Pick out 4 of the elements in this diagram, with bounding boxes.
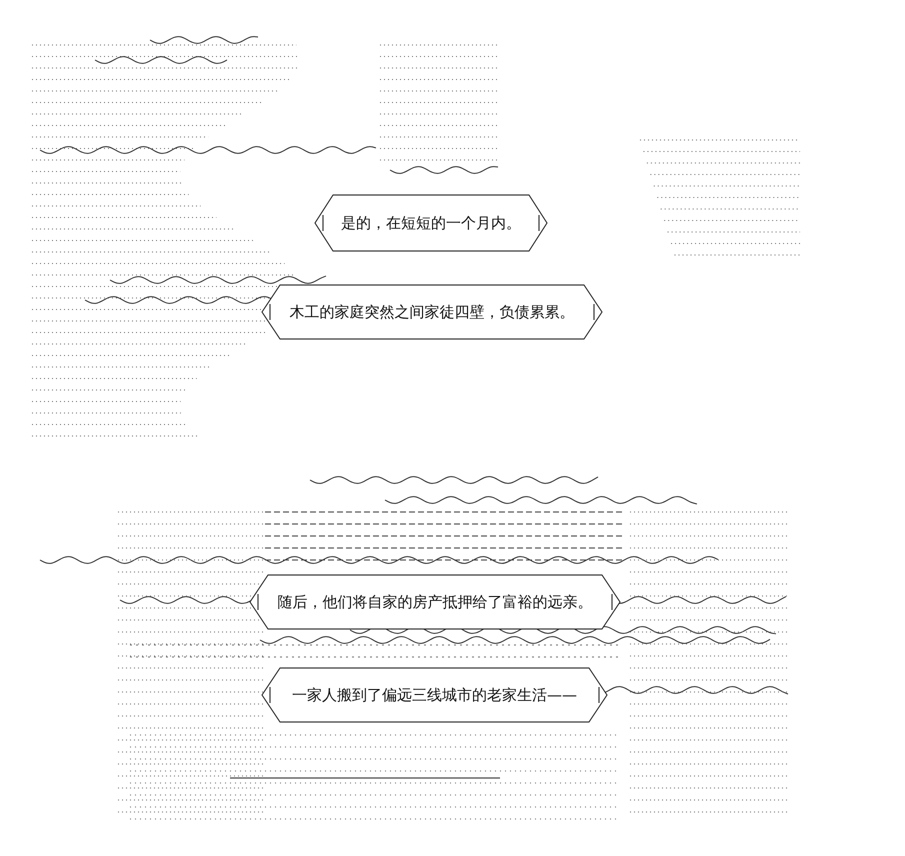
narration-text: 木工的家庭突然之间家徒四壁，负债累累。 — [290, 302, 574, 322]
narration-text: 随后，他们将自家的房产抵押给了富裕的远亲。 — [278, 592, 592, 612]
narration-text: 是的，在短短的一个月内。 — [341, 214, 521, 232]
narration-text: 一家人搬到了偏远三线城市的老家生活—— — [292, 686, 577, 704]
